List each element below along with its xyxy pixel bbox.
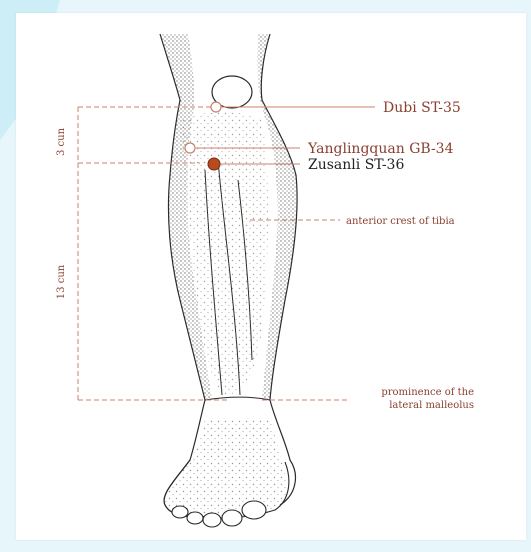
label-zusanli: Zusanli ST-36 xyxy=(308,157,404,173)
label-tibia-crest: anterior crest of tibia xyxy=(346,216,455,227)
toe-5 xyxy=(242,501,266,519)
label-13-cun: 13 cun xyxy=(56,264,67,299)
toe-3 xyxy=(203,513,221,527)
label-malleolus-line2: lateral malleolus xyxy=(389,400,474,411)
toe-4 xyxy=(222,510,242,526)
toe-2 xyxy=(187,512,203,524)
label-malleolus-line1: prominence of the xyxy=(381,387,474,398)
label-yanglingquan: Yanglingquan GB-34 xyxy=(307,141,454,157)
point-zusanli xyxy=(208,158,220,170)
label-3-cun: 3 cun xyxy=(56,127,67,156)
point-dubi xyxy=(211,102,221,112)
point-yanglingquan xyxy=(185,143,195,153)
label-dubi: Dubi ST-35 xyxy=(383,100,461,116)
toe-1 xyxy=(172,506,188,518)
